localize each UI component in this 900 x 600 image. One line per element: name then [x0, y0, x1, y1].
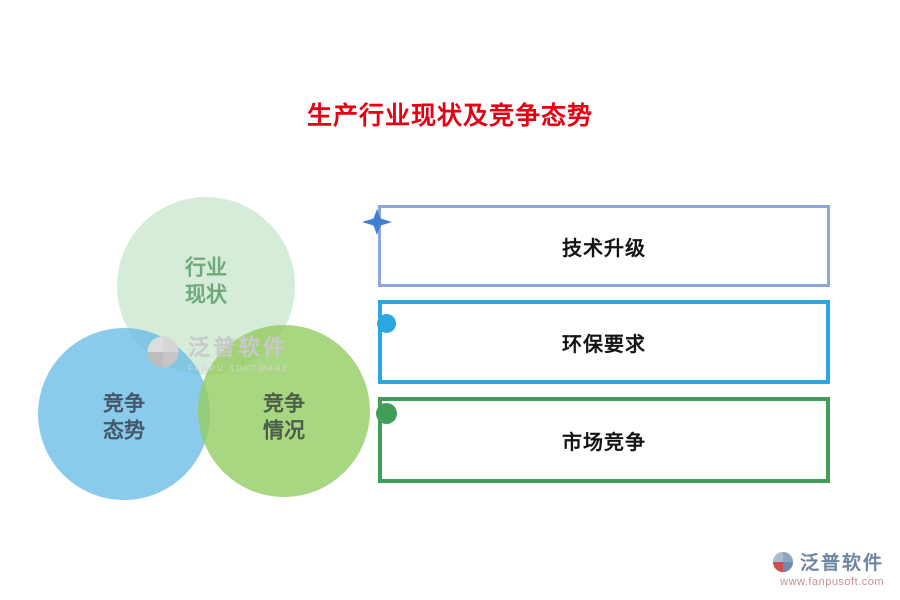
- circle-competition-situation: [198, 325, 370, 497]
- circle-competition-posture: [38, 328, 210, 500]
- item-box-environmental-requirements: 环保要求: [378, 300, 830, 384]
- watermark-brand: 泛普软件: [188, 335, 289, 360]
- watermark-tagline: FANPU SOFTWARE: [188, 364, 290, 373]
- page-title: 生产行业现状及竞争态势: [306, 102, 593, 130]
- watermark: 泛普软件 FANPU SOFTWARE: [146, 330, 290, 373]
- pinwheel-logo-icon: [772, 551, 794, 572]
- dot-icon-blue: [377, 314, 396, 333]
- item-label-environmental-requirements: 环保要求: [562, 333, 646, 356]
- footer-url-link[interactable]: www.fanpusoft.com: [780, 576, 884, 588]
- footer-brand-name: 泛普软件: [799, 553, 884, 574]
- label-competition-situation: 竞争 情况: [263, 392, 305, 443]
- label-competition-posture: 竞争 态势: [103, 392, 145, 443]
- item-label-tech-upgrade: 技术升级: [562, 237, 646, 260]
- label-industry-status: 行业 现状: [185, 256, 227, 307]
- sparkle-star-icon: [360, 207, 394, 237]
- item-box-tech-upgrade: 技术升级: [378, 205, 830, 287]
- item-label-market-competition: 市场竞争: [562, 431, 646, 454]
- footer-brand-block: 泛普软件 www.fanpusoft.com: [772, 548, 884, 588]
- pinwheel-logo-icon: [147, 335, 179, 368]
- item-box-market-competition: 市场竞争: [378, 397, 830, 483]
- dot-icon-green: [376, 403, 397, 424]
